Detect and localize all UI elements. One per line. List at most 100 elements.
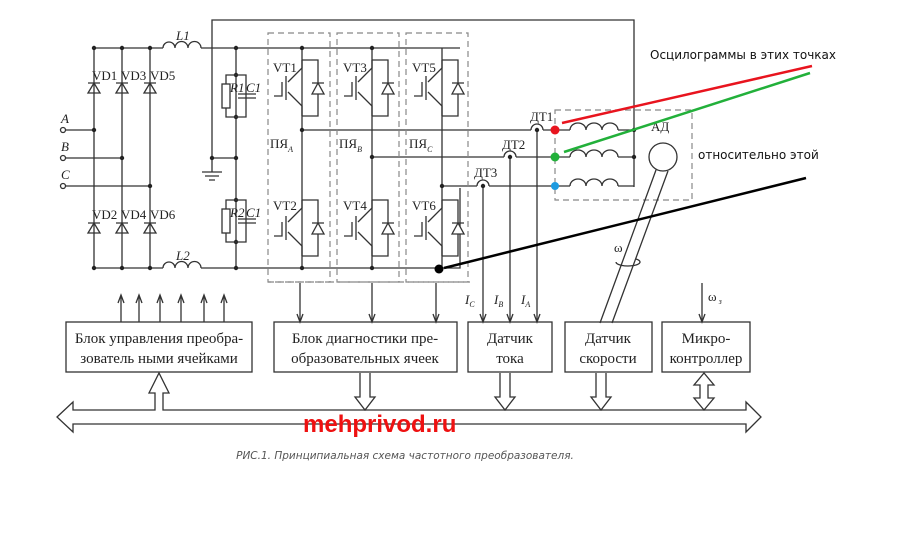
note-oscillograms: Осцилограммы в этих точках xyxy=(650,48,836,62)
freewheel-diode-icon xyxy=(310,221,326,235)
block-current-line1: Датчик xyxy=(487,331,534,347)
junction-dot xyxy=(631,154,637,160)
freewheel-diode-icon xyxy=(380,81,396,95)
junction-dot xyxy=(209,155,215,161)
inductor-l1 xyxy=(162,40,202,49)
igbt-body xyxy=(414,59,459,117)
label-l2: L2 xyxy=(175,248,190,263)
block-mcu-line1: Микро- xyxy=(682,331,731,347)
rc-snubber-2 xyxy=(221,199,256,243)
label-vt4: VT4 xyxy=(343,198,367,213)
junction-dot xyxy=(119,45,125,51)
label-cell-b: ПЯB xyxy=(339,136,362,154)
freewheel-diode-icon xyxy=(450,81,466,95)
igbt-icon xyxy=(414,59,466,117)
junction-dot xyxy=(534,127,540,133)
diode-icon xyxy=(114,221,130,234)
label-vd5: VD5 xyxy=(150,68,175,83)
junction-dot xyxy=(480,183,486,189)
label-vd3: VD3 xyxy=(121,68,146,83)
arrow-up-icon xyxy=(177,293,185,304)
igbt-body xyxy=(414,199,459,257)
point-phase-c xyxy=(551,182,559,190)
block-control-line2: зователь ными ячейками xyxy=(80,351,238,367)
diode-icon xyxy=(142,221,158,234)
freewheel-diode-icon xyxy=(450,221,466,235)
motor-rotor-icon xyxy=(648,142,678,172)
junction-dots xyxy=(91,45,637,271)
label-dt3: ДТ3 xyxy=(474,165,497,180)
junction-dot xyxy=(119,155,125,161)
diode-icon xyxy=(86,81,102,94)
junction-dot xyxy=(299,265,305,271)
watermark: mehprivod.ru xyxy=(303,411,456,438)
label-ia: IA xyxy=(520,292,530,309)
igbt-icon xyxy=(344,59,396,117)
label-vt6: VT6 xyxy=(412,198,436,213)
arrow-up-icon xyxy=(220,293,228,304)
point-phase-a xyxy=(550,125,560,135)
current-sensor-dt2 xyxy=(503,150,517,158)
label-dt2: ДТ2 xyxy=(502,137,525,152)
rectifier-diodes xyxy=(86,81,158,234)
label-ib: IB xyxy=(493,292,503,309)
igbt-body xyxy=(274,59,319,117)
wires xyxy=(66,19,703,322)
block-mcu-line2: контроллер xyxy=(670,351,743,367)
label-vt2: VT2 xyxy=(273,198,297,213)
label-ic: IC xyxy=(464,292,475,309)
junction-dot xyxy=(233,265,239,271)
junction-dot xyxy=(233,45,239,51)
label-c1b: C1 xyxy=(246,205,261,220)
block-diagnostics xyxy=(273,321,458,373)
arrow-up-icon xyxy=(200,293,208,304)
label-vt3: VT3 xyxy=(343,60,367,75)
junction-dot xyxy=(119,265,125,271)
label-vd2: VD2 xyxy=(92,207,117,222)
annotation-line-red xyxy=(561,64,813,125)
rotation-arrow-icon xyxy=(615,258,641,267)
cell-c-box xyxy=(405,32,469,283)
junction-dot xyxy=(91,127,97,133)
label-cell-a: ПЯA xyxy=(270,136,293,154)
note-relative: относительно этой xyxy=(698,148,819,162)
label-vt5: VT5 xyxy=(412,60,436,75)
figure-caption: РИС.1. Принципиальная схема частотного п… xyxy=(236,450,574,462)
junction-dot xyxy=(147,183,153,189)
arrow-up-icon xyxy=(156,293,164,304)
junction-dot xyxy=(91,45,97,51)
label-r1: R1 xyxy=(229,80,244,95)
block-diagnostics-line2: образовательных ячеек xyxy=(291,351,439,367)
label-vd6: VD6 xyxy=(150,207,176,222)
label-cell-c: ПЯC xyxy=(409,136,433,154)
label-l1: L1 xyxy=(175,28,190,43)
label-dt1: ДТ1 xyxy=(530,109,553,124)
junction-dot xyxy=(91,265,97,271)
current-sensor-dt1 xyxy=(530,123,544,131)
junction-dot xyxy=(507,154,513,160)
annotation-line-black xyxy=(443,176,807,270)
data-bus xyxy=(56,371,762,434)
igbt-body xyxy=(344,59,389,117)
junction-dot xyxy=(233,155,239,161)
junction-dot xyxy=(299,45,305,51)
freewheel-diode-icon xyxy=(380,221,396,235)
label-vt1: VT1 xyxy=(273,60,297,75)
input-a: A xyxy=(60,111,69,126)
junction-dot xyxy=(369,265,375,271)
igbt-body xyxy=(274,199,319,257)
junction-dot xyxy=(439,183,445,189)
diode-icon xyxy=(142,81,158,94)
label-vd4: VD4 xyxy=(121,207,147,222)
junction-dot xyxy=(369,45,375,51)
diode-icon xyxy=(86,221,102,234)
rc-snubber-1 xyxy=(221,74,256,118)
point-reference xyxy=(434,264,444,274)
block-microcontroller xyxy=(661,321,751,373)
diode-icon xyxy=(114,81,130,94)
block-current-line2: тока xyxy=(496,351,524,367)
bus-connectors xyxy=(353,371,716,412)
